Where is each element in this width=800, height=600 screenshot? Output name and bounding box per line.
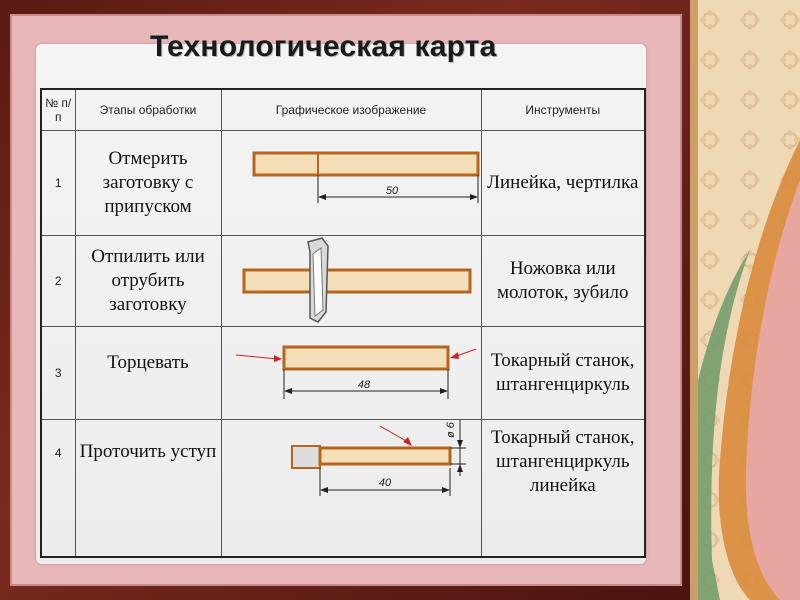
row-number: 2 — [40, 235, 76, 327]
rod-step — [290, 445, 321, 469]
row-number: 1 — [40, 130, 76, 236]
arrow-head — [317, 194, 326, 200]
table-header-row: № п/п Этапы обработки Графическое изобра… — [40, 88, 646, 131]
slide-frame: Технологическая карта № п/п Этапы обрабо… — [0, 0, 690, 600]
rod-drawing-facing: 48 — [235, 345, 476, 399]
arrow-head — [273, 355, 282, 362]
header-tools: Инструменты — [480, 88, 646, 131]
rod-drawing-measure: 50 — [252, 151, 479, 203]
table-row: 2 Отпилить или отрубить заготовку Ножовк… — [40, 235, 646, 327]
tools-text: Токарный станок, штангенциркуль — [480, 326, 646, 420]
stage-text: Торцевать — [74, 326, 222, 420]
arrow-head — [449, 352, 459, 359]
dimension-label: 40 — [378, 477, 391, 489]
dimension-label: 50 — [385, 185, 398, 197]
rod-turned — [318, 446, 451, 466]
arrow-head — [456, 464, 463, 472]
stage-text: Отмерить заготовку с припуском — [74, 130, 222, 236]
technology-map-table: № п/п Этапы обработки Графическое изобра… — [40, 88, 646, 558]
arrow-head — [283, 388, 292, 394]
graphic-cell: ø 6 40 — [220, 419, 482, 558]
cutter-arrow — [379, 425, 408, 443]
graphic-cell: 50 — [220, 130, 482, 236]
arrow-head — [439, 388, 448, 394]
table-row: 4 Проточить уступ ø 6 — [40, 419, 646, 558]
diameter-label: ø 6 — [445, 421, 457, 438]
graphic-cell: 48 — [220, 326, 482, 420]
rod — [282, 345, 449, 371]
header-stages: Этапы обработки — [74, 88, 222, 131]
arrow-head — [402, 437, 412, 446]
graphic-cell — [220, 235, 482, 327]
table-row: 3 Торцевать 48 — [40, 326, 646, 420]
tools-text: Линейка, чертилка — [480, 130, 646, 236]
rod — [252, 151, 479, 177]
row-number: 3 — [40, 326, 76, 420]
rod — [242, 268, 471, 294]
tools-text: Ножовка или молоток, зубило — [480, 235, 646, 327]
decorative-side-panel — [690, 0, 800, 600]
header-num: № п/п — [40, 88, 76, 131]
saw-blade-icon — [306, 237, 329, 323]
rod-drawing-saw — [242, 237, 471, 323]
table-row: 1 Отмерить заготовку с припуском 50 Лине… — [40, 130, 646, 236]
arrow-head — [469, 194, 478, 200]
rod-drawing-step: ø 6 40 — [290, 420, 466, 496]
dimension-label: 48 — [357, 379, 370, 391]
arrow-head — [319, 487, 328, 493]
arrow-head — [456, 440, 463, 448]
facing-arrow-left — [235, 354, 278, 360]
row-number: 4 — [40, 419, 76, 558]
floral-ribbon-decoration — [690, 0, 800, 600]
tools-text: Токарный станок, штангенциркуль линейка — [480, 419, 646, 558]
stage-text: Отпилить или отрубить заготовку — [74, 235, 222, 327]
arrow-head — [441, 487, 450, 493]
stage-text: Проточить уступ — [74, 419, 222, 558]
header-graphic: Графическое изображение — [220, 88, 482, 131]
page-title: Технологическая карта — [150, 30, 497, 63]
